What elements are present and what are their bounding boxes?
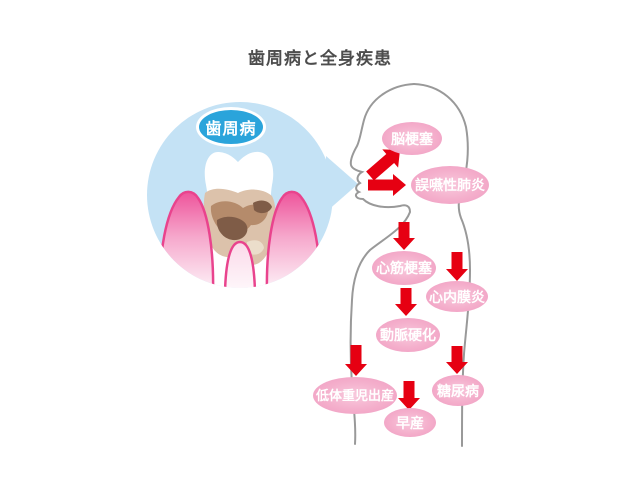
disease-bubble-low-birth-weight: 低体重児出産 <box>313 377 397 414</box>
disease-bubble-myocardial-infarction: 心筋梗塞 <box>372 251 436 285</box>
body-outline-back <box>413 83 472 447</box>
disease-bubble-aspiration-pneumonia: 誤嚥性肺炎 <box>411 166 489 204</box>
tartar-dark <box>216 216 248 241</box>
arrow-to-diabetes-icon <box>446 346 468 374</box>
arrow-to-low-birth-weight-icon <box>345 345 367 376</box>
tartar-dark-small <box>253 200 272 214</box>
root-arch <box>223 240 257 288</box>
arrow-to-endocarditis-icon <box>446 252 468 281</box>
inset-label-periodontal-disease: 歯周病 <box>196 107 266 147</box>
disease-bubble-premature-birth: 早産 <box>384 408 436 437</box>
page-title: 歯周病と全身疾患 <box>248 49 392 68</box>
speech-pointer <box>326 156 358 212</box>
arrow-mouth-to-brain-icon <box>366 149 400 181</box>
arrow-to-premature-birth-icon <box>398 381 420 410</box>
tooth-illustration <box>158 151 322 288</box>
disease-bubble-arteriosclerosis: 動脈硬化 <box>376 318 440 352</box>
body-outline-front <box>349 83 415 445</box>
arrow-to-myocardial-infarction-icon <box>393 222 415 250</box>
disease-bubble-cerebral-infarction: 脳梗塞 <box>382 122 442 155</box>
arrow-mouth-to-lungs-icon <box>368 174 406 196</box>
arrow-to-arteriosclerosis-icon <box>395 288 417 316</box>
disease-bubble-endocarditis: 心内膜炎 <box>426 281 488 312</box>
disease-bubble-diabetes: 糖尿病 <box>432 375 484 406</box>
